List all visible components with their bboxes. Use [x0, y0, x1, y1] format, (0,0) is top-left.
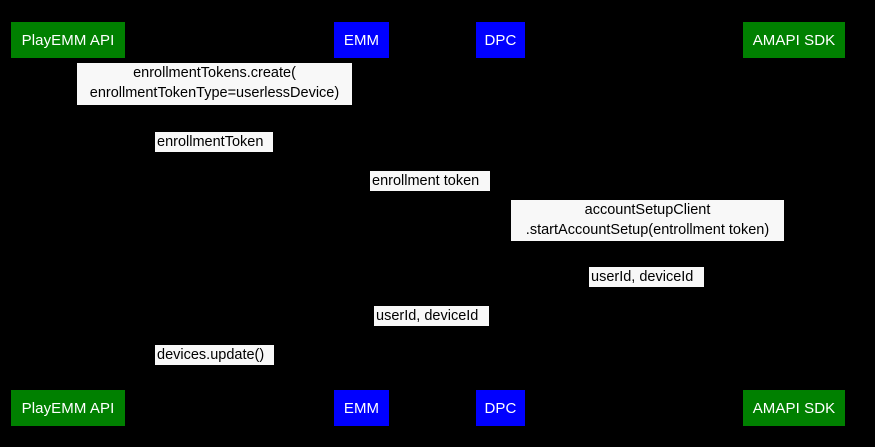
message-label-userid-deviceid-to-emm: userId, deviceId [374, 306, 489, 326]
message-label-enrollment-token-return: enrollmentToken [155, 132, 273, 152]
actor-label: EMM [343, 31, 380, 49]
actor-playemm-api-top[interactable]: PlayEMM API [11, 22, 125, 58]
lifeline-emm [361, 58, 362, 390]
message-label-enrollment-tokens-create: enrollmentTokens.create( enrollmentToken… [77, 63, 352, 105]
lifeline-amapi-sdk [794, 58, 795, 390]
actor-emm-top[interactable]: EMM [334, 22, 389, 58]
actor-label: EMM [343, 399, 380, 417]
message-label-enrollment-token-to-dpc: enrollment token [370, 171, 490, 191]
actor-dpc-top[interactable]: DPC [476, 22, 525, 58]
message-label-start-account-setup: accountSetupClient .startAccountSetup(en… [511, 200, 784, 241]
actor-emm-bottom[interactable]: EMM [334, 390, 389, 426]
actor-dpc-bottom[interactable]: DPC [476, 390, 525, 426]
message-label-devices-update: devices.update() [155, 345, 274, 365]
actor-label: PlayEMM API [21, 399, 115, 417]
actor-amapi-sdk-top[interactable]: AMAPI SDK [743, 22, 845, 58]
actor-amapi-sdk-bottom[interactable]: AMAPI SDK [743, 390, 845, 426]
actor-label: PlayEMM API [21, 31, 115, 49]
lifeline-playemm-api [68, 58, 69, 390]
actor-label: DPC [484, 31, 517, 49]
lifeline-dpc [500, 58, 501, 390]
actor-playemm-api-bottom[interactable]: PlayEMM API [11, 390, 125, 426]
actor-label: AMAPI SDK [752, 399, 836, 417]
message-label-userid-deviceid-from-sdk: userId, deviceId [589, 267, 704, 287]
actor-label: AMAPI SDK [752, 31, 836, 49]
actor-label: DPC [484, 399, 517, 417]
